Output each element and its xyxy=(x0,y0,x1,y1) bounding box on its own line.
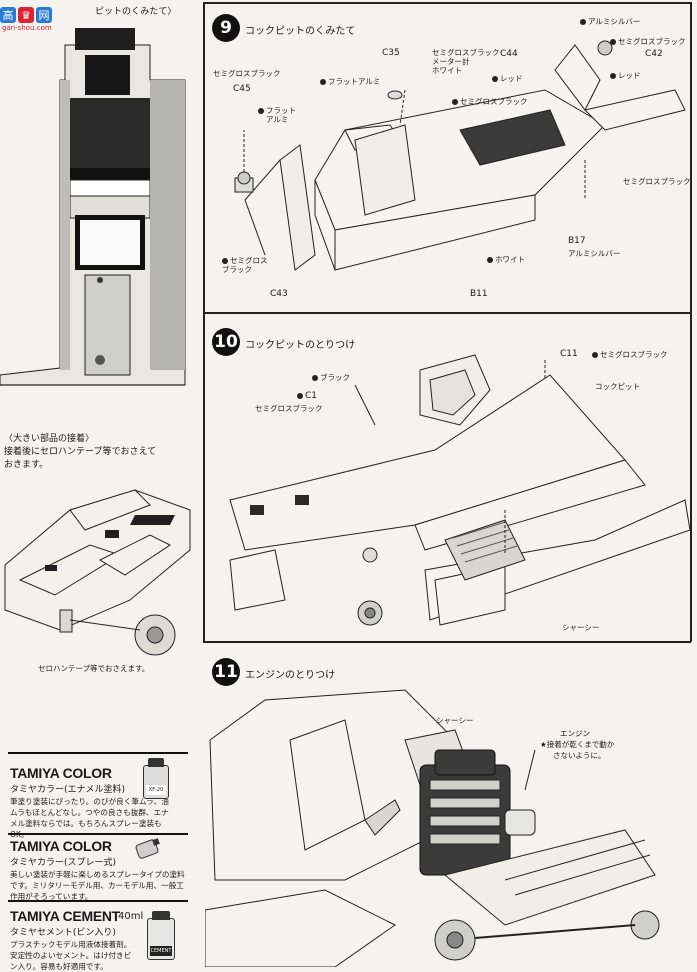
label-c43: C43 xyxy=(270,289,288,299)
label-c1: C1 xyxy=(297,391,317,402)
tape-hold-illustration xyxy=(4,489,191,656)
step-9-cockpit-drawing xyxy=(234,40,686,271)
label-semi-gloss-black-right: セミグロスブラック xyxy=(623,177,691,186)
ad-subtitle-color-spray: タミヤカラー(スプレー式) xyxy=(10,858,117,868)
label-black: ブラック xyxy=(312,373,350,382)
label-chassis-10: シャーシー xyxy=(562,623,600,632)
label-white-1: ホワイト xyxy=(432,66,462,75)
step-10-number: 10 xyxy=(212,328,240,356)
vertical-divider xyxy=(203,2,205,642)
label-semi-gloss-black-c1: セミグロスブラック xyxy=(255,404,323,413)
divider-top xyxy=(203,2,691,4)
label-meter: メーター計 xyxy=(432,57,470,66)
label-chassis-11: シャーシー xyxy=(436,716,474,725)
step-9-number: 9 xyxy=(212,14,240,42)
label-red-2: レッド xyxy=(610,71,641,80)
ad-subtitle-cement: タミヤセメント(ビン入り) xyxy=(10,928,116,938)
label-flat-alu-2a: フラット xyxy=(258,106,296,115)
enamel-bottle-icon: XF-20 xyxy=(143,758,169,799)
ad-body-cement: プラスチックモデル用液体接着剤。安定性のよいセメント。はけ付きビン入り。容易も好… xyxy=(10,940,132,971)
cement-bottle-label: CEMENT xyxy=(150,946,172,956)
spray-can-icon xyxy=(135,838,160,859)
watermark-url: gan-shou.com xyxy=(2,24,52,32)
ad-rule-bottom xyxy=(8,900,188,902)
label-semi-gloss-black-c45: セミグロスブラック xyxy=(213,69,281,78)
label-red-1: レッド xyxy=(492,74,523,83)
ad-rule-mid xyxy=(8,833,188,835)
tape-caption: セロハンテープ等でおさえます。 xyxy=(38,664,150,673)
label-cockpit: コックピット xyxy=(595,382,640,391)
label-black-a: ブラック xyxy=(222,265,252,274)
large-part-note-line1: 接着後にセロハンテープ等でおさえて xyxy=(4,447,157,457)
cement-bottle-icon: CEMENT xyxy=(147,911,175,960)
left-partial-title: ピットのくみたて〉 xyxy=(95,7,177,17)
label-semi-gloss-black-tub: セミグロスブラック xyxy=(452,97,528,106)
large-part-note-title: 〈大きい部品の接着〉 xyxy=(4,434,95,444)
step-10-cockpit-install-drawing xyxy=(229,354,690,626)
site-label: 网 xyxy=(36,7,52,23)
label-alu-silver-b17: アルミシルバー xyxy=(568,249,621,258)
label-b11: B11 xyxy=(470,289,488,299)
divider-step9-10 xyxy=(203,312,691,314)
watermark-logo: 高 ♛ 网 xyxy=(0,0,70,30)
step-11-title: エンジンのとりつけ xyxy=(245,670,336,681)
ad-body-color-spray: 美しい塗装が手軽に楽しめるスプレータイプの塗料です。ミリタリーモデル用、カーモデ… xyxy=(10,870,185,901)
label-c11: C11 xyxy=(560,349,578,359)
label-flat-alu-2b: アルミ xyxy=(266,115,289,124)
enamel-bottle-label: XF-20 xyxy=(146,785,166,795)
label-b17: B17 xyxy=(568,236,586,246)
divider-step10-11 xyxy=(203,641,691,643)
site-logo-badge: ♛ xyxy=(18,7,34,23)
cockpit-part-illustration xyxy=(0,28,186,386)
label-c35: C35 xyxy=(382,48,400,58)
large-part-note-line2: おきます。 xyxy=(4,460,49,470)
label-c44: C44 xyxy=(500,49,518,59)
label-c42: C42 xyxy=(645,49,663,59)
label-semi-gloss-black-c11: セミグロスブラック xyxy=(592,350,668,359)
step-11-engine-install-drawing xyxy=(205,689,660,967)
step-10-title: コックピットのとりつけ xyxy=(245,340,356,351)
ad-rule-top xyxy=(8,752,188,754)
ad-volume-cement: 40ml xyxy=(118,911,144,922)
label-semi-gloss-black-c42: セミグロスブラック xyxy=(610,37,686,46)
ad-subtitle-color-enamel: タミヤカラー(エナメル塗料) xyxy=(10,785,126,795)
label-semi-gloss-black-c44: セミグロスブラック xyxy=(432,48,500,57)
ad-title-cement: TAMIYA CEMENT xyxy=(10,908,120,924)
ad-title-color-spray: TAMIYA COLOR xyxy=(10,838,112,854)
site-logo-icon: 高 xyxy=(0,7,16,23)
ad-title-color-enamel: TAMIYA COLOR xyxy=(10,765,112,781)
label-flat-alu-c35: フラットアルミ xyxy=(320,77,380,86)
label-alu-silver-top: アルミシルバー xyxy=(580,17,640,26)
label-engine-note-1: ★接着が乾くまで動か xyxy=(540,740,615,749)
step-11-number: 11 xyxy=(212,658,240,686)
label-white-b11: ホワイト xyxy=(487,255,525,264)
divider-right xyxy=(690,2,692,642)
step-9-title: コックピットのくみたて xyxy=(245,26,356,37)
label-engine: エンジン xyxy=(560,729,590,738)
label-semi-gloss-a: セミグロス xyxy=(222,256,268,265)
label-c45: C45 xyxy=(233,84,251,94)
label-engine-note-2: さないように。 xyxy=(553,751,606,760)
